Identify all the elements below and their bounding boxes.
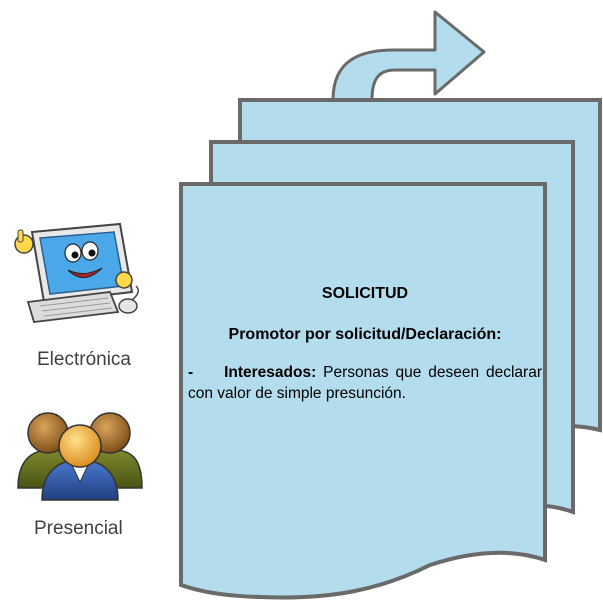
document-content: SOLICITUD Promotor por solicitud/Declara…	[188, 283, 542, 404]
body-text: Personas que deseen declarar con valor d…	[188, 364, 542, 402]
computer-mascot-icon	[14, 222, 139, 323]
front-sheet	[179, 182, 547, 600]
document-title: SOLICITUD	[321, 285, 409, 302]
document-subtitle: Promotor por solicitud/Declaración:	[228, 326, 502, 344]
bullet-marker: -	[188, 364, 194, 382]
channel-label-in-person: Presencial	[34, 518, 123, 539]
channel-label-electronic: Electrónica	[37, 349, 131, 370]
document-body: - Interesados: Personas que deseen decla…	[188, 363, 542, 404]
people-group-icon	[17, 412, 143, 501]
curved-arrow-icon	[331, 10, 486, 102]
body-term: Interesados:	[224, 364, 317, 382]
